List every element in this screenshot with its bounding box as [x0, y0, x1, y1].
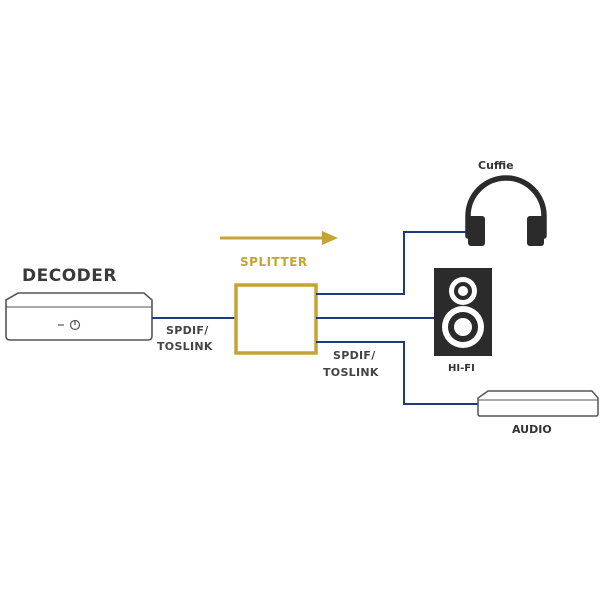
decoder-box-icon — [5, 292, 153, 341]
splitter-label: SPLITTER — [240, 255, 308, 269]
output-cable-label-line1: SPDIF/ — [333, 349, 376, 362]
cable-to-headphones — [316, 231, 466, 295]
speaker-icon — [434, 268, 492, 356]
audio-device-icon — [477, 390, 599, 417]
cable-to-audio — [316, 341, 478, 405]
splitter-box — [234, 283, 318, 355]
input-cable-label-line2: TOSLINK — [157, 340, 213, 353]
hifi-label: HI-FI — [448, 363, 475, 374]
headphones-label: Cuffie — [478, 159, 514, 172]
input-cable-label-line1: SPDIF/ — [166, 324, 209, 337]
headphones-icon — [465, 175, 547, 246]
arrow-right-icon — [220, 231, 338, 245]
output-cable-label-line2: TOSLINK — [323, 366, 379, 379]
audio-label: AUDIO — [512, 423, 552, 436]
decoder-label: DECODER — [22, 266, 117, 286]
